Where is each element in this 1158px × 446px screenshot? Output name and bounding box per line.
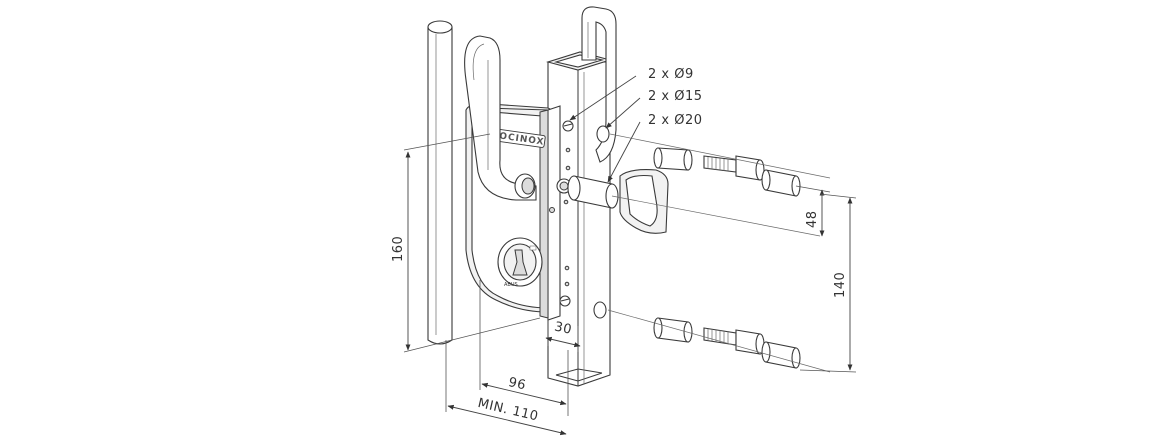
callout-leaders [569, 75, 641, 183]
front-handle [464, 35, 537, 201]
dim-96 [479, 280, 569, 416]
dim-140 [799, 193, 857, 373]
dim-48 [795, 185, 831, 237]
callout-hole-9: 2 x Ø9 [648, 67, 694, 82]
dim-min-110 [445, 340, 567, 436]
dim-96-label: 96 [507, 375, 527, 394]
dim-140-label: 140 [833, 272, 848, 298]
cylinder-brand: ABUS [504, 282, 518, 288]
post-holes [593, 125, 610, 319]
dim-48-label: 48 [805, 210, 820, 228]
dim-30 [545, 318, 581, 352]
callout-hole-20: 2 x Ø20 [648, 113, 703, 128]
fixing-set-upper [653, 147, 801, 197]
dim-160 [403, 133, 541, 353]
dim-160-label: 160 [391, 236, 406, 262]
keep-thumb-handle [619, 169, 669, 234]
lock-cylinder: ABUS [497, 237, 543, 288]
gate-post [427, 20, 453, 345]
catch-tube [567, 175, 619, 209]
callout-hole-15: 2 x Ø15 [648, 89, 703, 104]
axis-lines [607, 133, 831, 373]
fixing-set-lower [653, 317, 801, 369]
dim-30-label: 30 [553, 320, 573, 338]
